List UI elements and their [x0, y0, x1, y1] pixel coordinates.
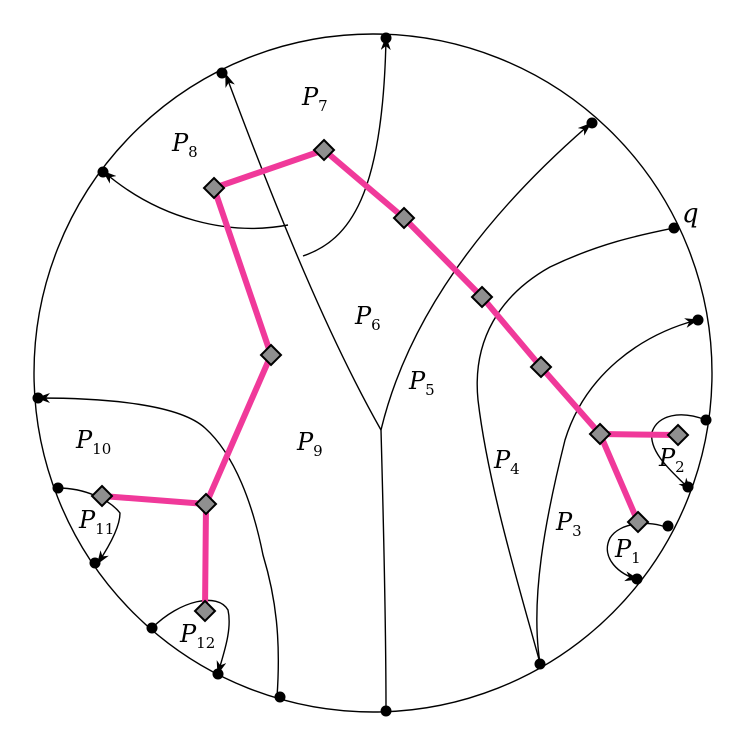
boundary-vertex — [32, 392, 44, 404]
tree-node-diamond — [90, 484, 114, 508]
curve-p3-p4 — [536, 318, 699, 664]
region-label-p7: P7 — [301, 83, 328, 115]
point-label-q: q — [682, 199, 699, 229]
boundary-vertex — [662, 520, 674, 532]
boundary-vertex — [586, 117, 598, 129]
tree-edge — [538, 364, 603, 437]
tree-node-diamond — [202, 176, 226, 200]
tree-node-diamond — [259, 343, 283, 367]
boundary-circle — [33, 33, 713, 713]
boundary-vertex — [216, 67, 228, 79]
tree-edge — [597, 431, 641, 525]
boundary-vertices — [32, 32, 712, 717]
region-label-p10: P10 — [75, 426, 111, 458]
loop-p12 — [151, 599, 230, 675]
tree-node-diamond — [312, 138, 336, 162]
region-label-p3: P3 — [555, 508, 582, 540]
boundary-vertex — [146, 622, 158, 634]
boundary-vertex — [534, 658, 546, 670]
curve-p5-p9-stem — [380, 429, 387, 712]
region-label-p11: P11 — [78, 506, 114, 538]
boundary-vertex — [631, 573, 643, 585]
tree-node-diamond — [470, 285, 494, 309]
boundary-vertex — [668, 222, 680, 234]
boundary-vertex — [380, 32, 392, 44]
region-label-p12: P12 — [179, 620, 215, 652]
loop-p11 — [57, 487, 121, 565]
boundary-vertex — [692, 314, 704, 326]
tree-edge — [99, 493, 209, 507]
loop-p1 — [606, 522, 669, 582]
boundary-vertex — [274, 691, 286, 703]
tree-edge — [597, 431, 681, 438]
tree-node-diamond — [194, 492, 218, 516]
curve-p6-p9 — [225, 73, 382, 431]
boundary-vertex — [89, 557, 101, 569]
tree-node-diamond — [626, 510, 650, 534]
region-label-p8: P8 — [171, 129, 198, 161]
boundary-vertex — [97, 166, 109, 178]
boundary-vertex — [380, 705, 392, 717]
boundary-vertex — [212, 668, 224, 680]
tree-edge — [202, 501, 209, 614]
tree-edge — [203, 352, 274, 507]
curve-p9-p10 — [36, 393, 280, 698]
tree-edge — [401, 215, 485, 300]
curve-p6-p7 — [302, 36, 391, 257]
boundary-vertex — [700, 414, 712, 426]
curve-p8-p9 — [102, 170, 289, 230]
boundary-vertex — [682, 481, 694, 493]
tree-node-diamond — [392, 206, 416, 230]
curve-p5-p6 — [380, 122, 592, 431]
region-label-p6: P6 — [354, 302, 381, 334]
tree-edge — [211, 147, 327, 191]
tree-node-diamond — [193, 599, 217, 623]
region-label-p5: P5 — [408, 367, 435, 399]
region-label-p2: P2 — [658, 444, 685, 476]
tree-node-diamond — [529, 355, 553, 379]
region-label-p9: P9 — [296, 428, 323, 460]
tree-node-diamond — [588, 422, 612, 446]
tree-edge — [321, 147, 407, 221]
tree-edge — [211, 185, 274, 358]
region-label-p4: P4 — [493, 446, 520, 478]
partition-curves — [33, 33, 713, 713]
dual-tree — [90, 138, 690, 623]
tree-node-diamond — [666, 423, 690, 447]
curve-p4-p5 — [476, 227, 675, 664]
region-label-p1: P1 — [614, 535, 641, 567]
boundary-vertex — [52, 482, 64, 494]
tree-edge — [479, 294, 544, 370]
